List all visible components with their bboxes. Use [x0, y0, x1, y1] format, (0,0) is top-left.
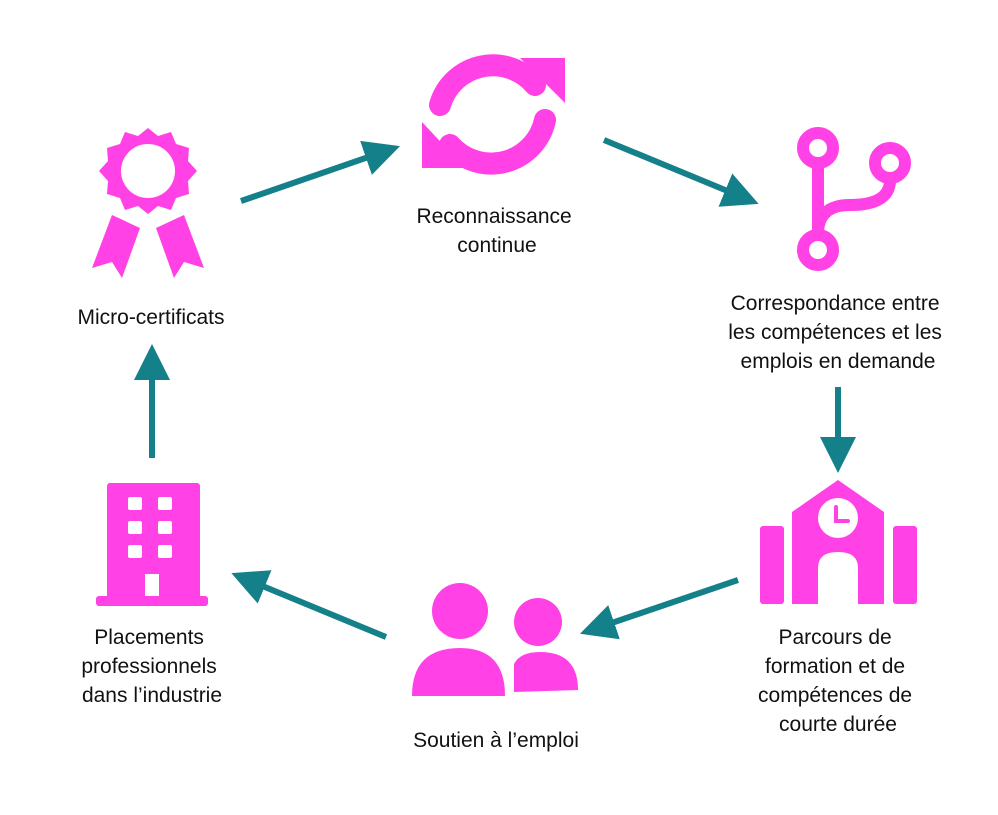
node-label-training: Parcours de formation et de compétences … [758, 626, 918, 736]
building-icon [96, 483, 208, 606]
node-label-matching: Correspondance entre les compétences et … [728, 292, 947, 373]
node-label-microcert: Micro-certificats [77, 306, 224, 329]
node-label-support: Soutien à l’emploi [413, 729, 579, 752]
award-icon [92, 128, 204, 278]
school-clock-icon [760, 480, 917, 604]
arrows [134, 137, 856, 640]
branch-icon [797, 127, 911, 271]
arrow-microcert-to-recognition [240, 140, 401, 204]
users-icon [412, 583, 578, 696]
node-label-placements: Placements professionnels dans l’industr… [81, 626, 222, 707]
arrow-training-to-support [579, 577, 739, 640]
node-label-recognition: Reconnaissance continue [416, 205, 577, 257]
arrow-support-to-placements [231, 570, 388, 640]
refresh-icon [422, 54, 565, 175]
arrow-recognition-to-matching [602, 137, 759, 207]
